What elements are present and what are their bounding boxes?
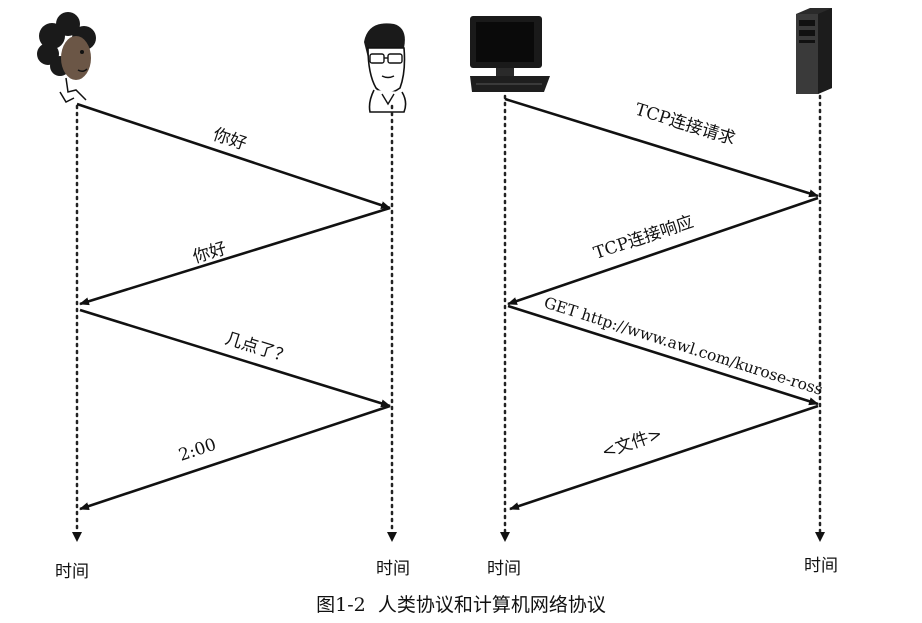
message-label-r1: TCP连接请求 <box>633 100 738 150</box>
message-arrow-r2 <box>507 196 819 306</box>
message-label-r4: <文件> <box>599 424 665 463</box>
timeline-arrow-server <box>815 532 825 542</box>
message-label-m4: 2:00 <box>176 435 219 466</box>
message-arrow-m2 <box>79 206 391 306</box>
timeline-arrow-person-a <box>72 532 82 542</box>
message-label-r2: TCP连接响应 <box>591 212 696 264</box>
message-label-r3: GET http://www.awl.com/kurose-ross <box>542 294 825 399</box>
message-label-m2: 你好 <box>191 239 229 268</box>
time-label-server: 时间 <box>804 556 838 576</box>
message-arrow-r3 <box>507 304 819 406</box>
message-arrow-r1 <box>504 97 819 198</box>
message-arrow-m1 <box>76 102 391 210</box>
desktop-computer-icon <box>470 16 550 92</box>
message-arrow-m3 <box>79 308 391 408</box>
server-tower-icon <box>796 8 832 94</box>
figure-caption: 图1-2 人类协议和计算机网络协议 <box>316 594 606 616</box>
man-face-icon <box>364 23 407 113</box>
message-arrow-r4 <box>509 404 819 511</box>
time-label-person-a: 时间 <box>55 562 89 582</box>
timeline-arrow-client <box>500 532 510 542</box>
message-arrow-m4 <box>79 404 391 511</box>
timeline-arrow-person-b <box>387 532 397 542</box>
message-label-m3: 几点了？ <box>223 329 294 368</box>
time-label-client: 时间 <box>487 559 521 579</box>
woman-face-icon <box>37 12 96 103</box>
time-label-person-b: 时间 <box>376 559 410 579</box>
